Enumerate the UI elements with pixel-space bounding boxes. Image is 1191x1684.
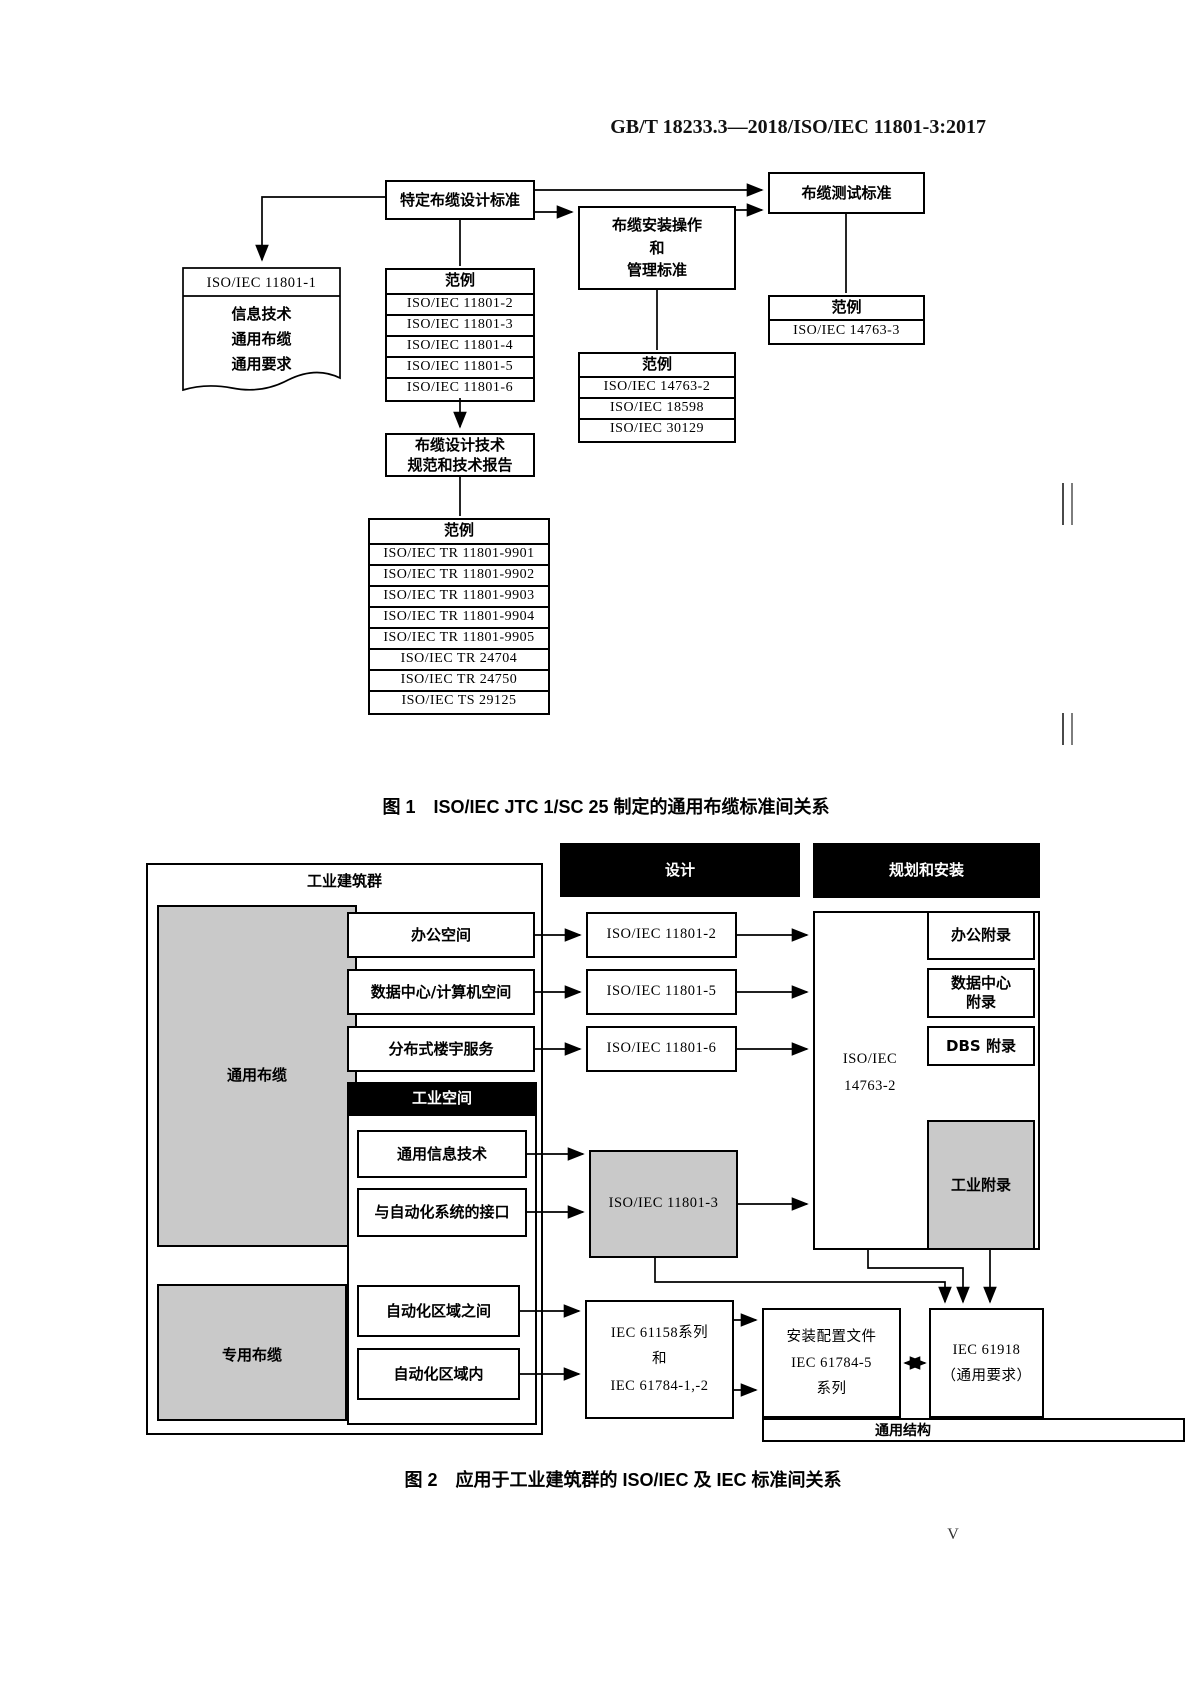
table-row: ISO/IEC TR 11801-9905 <box>370 629 548 650</box>
fig2-caption: 图 2 应用于工业建筑群的 ISO/IEC 及 IEC 标准间关系 <box>404 1470 842 1490</box>
fig2-box-office-space: 办公空间 <box>347 912 535 958</box>
table-header: 范例 <box>580 354 734 378</box>
fig2-box-datacenter-annex: 数据中心 附录 <box>927 968 1035 1018</box>
fig1-box-specific-cabling-design-standard: 特定布缆设计标准 <box>385 180 535 220</box>
fig2-industrial-premises-title: 工业建筑群 <box>306 872 382 890</box>
binding-mark <box>1062 483 1073 525</box>
table-header: 范例 <box>770 297 923 321</box>
table-row: ISO/IEC 14763-3 <box>793 323 900 338</box>
fig2-box-office-annex: 办公附录 <box>927 911 1035 960</box>
fig1-examples-tr-table: 范例 ISO/IEC TR 11801-9901 ISO/IEC TR 1180… <box>368 518 550 715</box>
fig2-box-automation-interface: 与自动化系统的接口 <box>357 1188 527 1237</box>
fig1-doc-iso-iec-11801-1-code: ISO/IEC 11801-1 <box>206 275 317 291</box>
table-row: ISO/IEC 14763-2 <box>580 378 734 399</box>
table-row: ISO/IEC TR 11801-9901 <box>370 545 548 566</box>
fig2-industrial-space-header: 工业空间 <box>347 1082 537 1114</box>
fig2-box-between-automation-areas: 自动化区域之间 <box>357 1285 520 1337</box>
fig2-box-iso-11801-2: ISO/IEC 11801-2 <box>586 912 737 958</box>
fig1-box-cabling-install-management-standard: 布缆安装操作 和 管理标准 <box>578 206 736 290</box>
fig2-box-install-profiles-iec-61784-5: 安装配置文件 IEC 61784-5 系列 <box>762 1308 901 1418</box>
fig2-generic-structure-bar <box>762 1418 1185 1442</box>
standard-number-header: GB/T 18233.3—2018/ISO/IEC 11801-3:2017 <box>610 116 986 138</box>
fig2-box-iso-11801-5: ISO/IEC 11801-5 <box>586 969 737 1015</box>
fig1-box-cabling-design-tech-spec: 布缆设计技术 规范和技术报告 <box>385 433 535 477</box>
fig2-dedicated-cabling-label: 专用布缆 <box>221 1346 282 1364</box>
fig1-box-cabling-test-standard: 布缆测试标准 <box>768 172 925 214</box>
fig1-examples-test-table: 范例 ISO/IEC 14763-3 <box>768 295 925 345</box>
table-row: ISO/IEC TS 29125 <box>401 693 517 708</box>
fig2-industrial-premises-box <box>146 863 543 1435</box>
table-row: ISO/IEC 11801-5 <box>387 358 533 379</box>
binding-mark <box>1062 713 1073 745</box>
table-header: 范例 <box>387 270 533 295</box>
fig2-generic-structure-label: 通用结构 <box>875 1423 931 1439</box>
fig2-box-datacenter-space: 数据中心/计算机空间 <box>347 969 535 1015</box>
fig1-examples-design-table: 范例 ISO/IEC 11801-2 ISO/IEC 11801-3 ISO/I… <box>385 268 535 402</box>
fig2-box-iso-11801-6: ISO/IEC 11801-6 <box>586 1026 737 1072</box>
fig1-examples-install-table: 范例 ISO/IEC 14763-2 ISO/IEC 18598 ISO/IEC… <box>578 352 736 443</box>
fig2-box-generic-it: 通用信息技术 <box>357 1130 527 1178</box>
fig2-box-iec-61158-series: IEC 61158系列 和 IEC 61784-1,-2 <box>585 1300 734 1419</box>
fig2-planning-install-header: 规划和安装 <box>813 843 1040 898</box>
fig2-design-header: 设计 <box>560 843 800 897</box>
table-header: 范例 <box>370 520 548 545</box>
table-row: ISO/IEC TR 11801-9904 <box>370 608 548 629</box>
fig2-dedicated-cabling-block <box>157 1284 347 1421</box>
table-row: ISO/IEC TR 24704 <box>370 650 548 671</box>
fig1-doc-iso-iec-11801-1-body: 信息技术 通用布缆 通用要求 <box>231 305 292 373</box>
table-row: ISO/IEC 30129 <box>610 421 704 436</box>
table-row: ISO/IEC 11801-4 <box>387 337 533 358</box>
fig2-box-iso-14763-2 <box>813 911 1040 1250</box>
table-row: ISO/IEC 11801-6 <box>406 380 514 395</box>
fig2-box-distributed-building-services: 分布式楼宇服务 <box>347 1026 535 1072</box>
fig2-box-industrial-annex: 工业附录 <box>927 1120 1035 1250</box>
fig2-box-iec-61918: IEC 61918 （通用要求） <box>929 1308 1044 1418</box>
fig2-box-within-automation-areas: 自动化区域内 <box>357 1348 520 1400</box>
fig2-generic-cabling-block <box>157 905 357 1247</box>
table-row: ISO/IEC TR 24750 <box>370 671 548 692</box>
fig2-box-dbs-annex: DBS 附录 <box>927 1026 1035 1066</box>
table-row: ISO/IEC TR 11801-9903 <box>370 587 548 608</box>
table-row: ISO/IEC 18598 <box>580 399 734 420</box>
fig2-box-iso-11801-3: ISO/IEC 11801-3 <box>589 1150 738 1258</box>
table-row: ISO/IEC 11801-2 <box>387 295 533 316</box>
table-row: ISO/IEC 11801-3 <box>387 316 533 337</box>
page-number: V <box>947 1526 959 1543</box>
fig2-iso-14763-2-label: ISO/IEC 14763-2 <box>842 1051 898 1094</box>
table-row: ISO/IEC TR 11801-9902 <box>370 566 548 587</box>
fig2-generic-cabling-label: 通用布缆 <box>226 1066 287 1084</box>
fig1-caption: 图 1 ISO/IEC JTC 1/SC 25 制定的通用布缆标准间关系 <box>382 797 830 817</box>
